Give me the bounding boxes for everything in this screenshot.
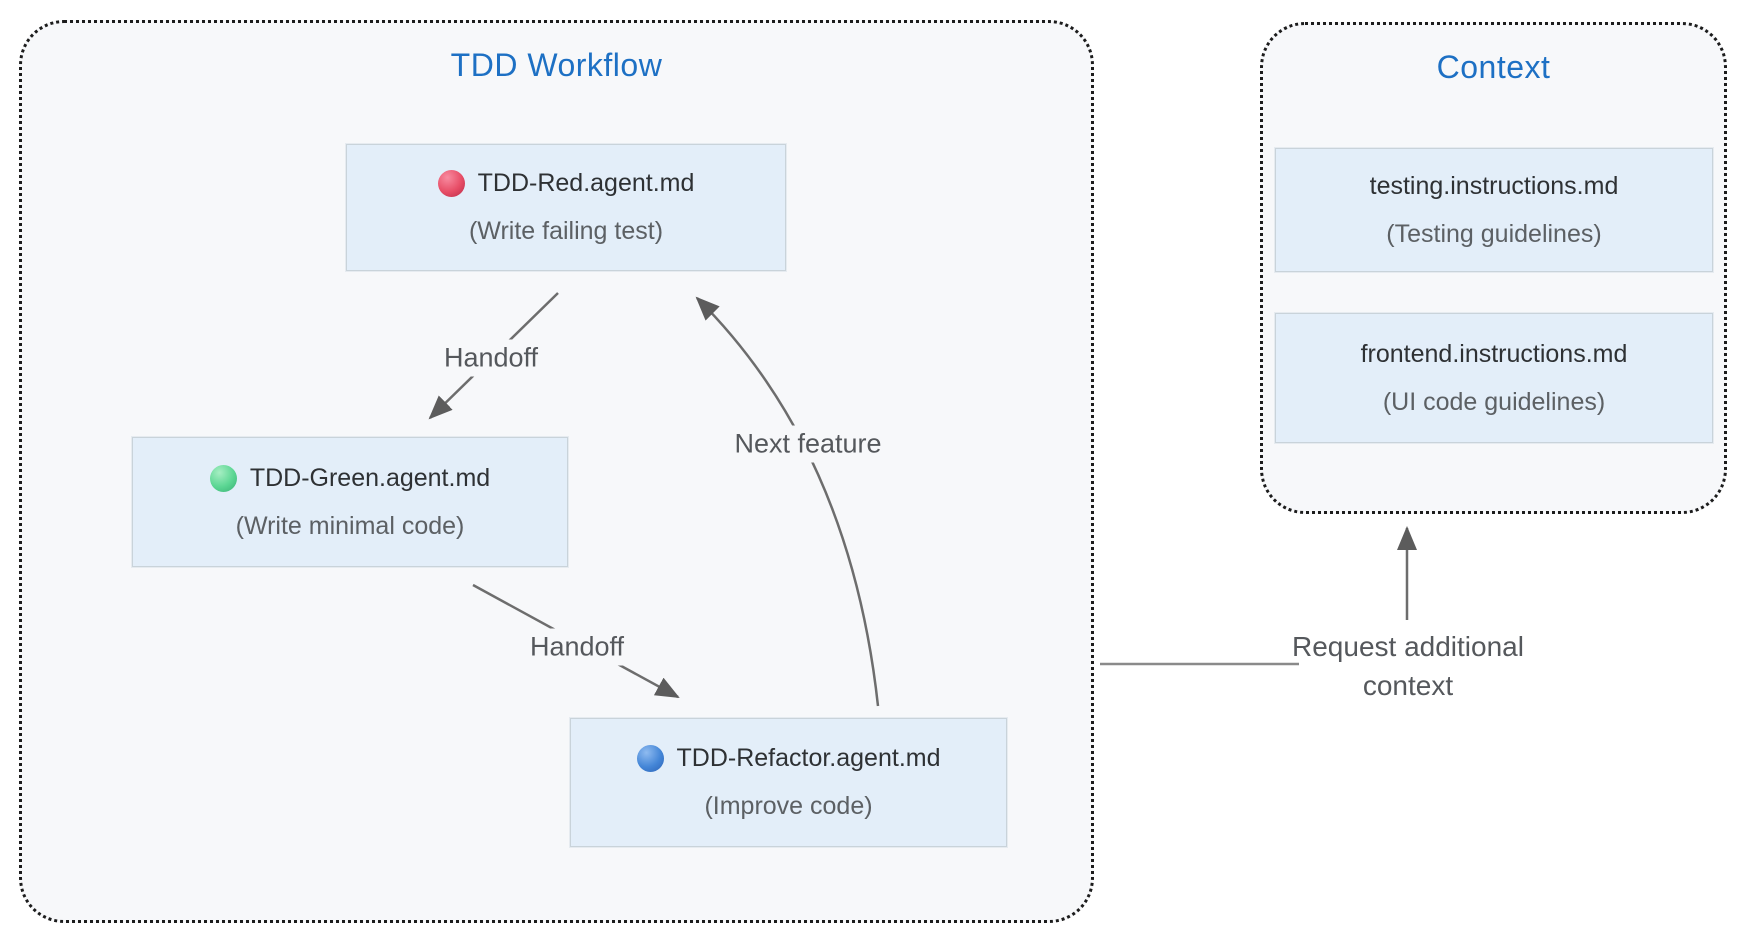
node-tdd-refactor-title-row: TDD-Refactor.agent.md: [636, 744, 941, 773]
edge-label-handoff-2: Handoff: [520, 628, 634, 666]
workflow-group-title: TDD Workflow: [450, 47, 663, 83]
node-tdd-refactor-subtitle: (Improve code): [704, 792, 873, 820]
node-frontend-instructions: frontend.instructions.md (UI code guidel…: [1275, 313, 1713, 443]
context-group-title: Context: [1436, 49, 1551, 85]
node-testing-instructions-subtitle: (Testing guidelines): [1386, 219, 1602, 248]
edge-label-next-feature: Next feature: [725, 425, 891, 463]
node-tdd-green-title-row: TDD-Green.agent.md: [209, 463, 491, 493]
edge-label-handoff-1: Handoff: [434, 339, 548, 377]
node-tdd-refactor: TDD-Refactor.agent.md (Improve code): [570, 718, 1007, 847]
connector-label-request-context: Request additional context: [1292, 630, 1524, 701]
node-tdd-red-title-row: TDD-Red.agent.md: [437, 169, 695, 198]
node-tdd-green: TDD-Green.agent.md (Write minimal code): [132, 437, 568, 567]
node-frontend-instructions-subtitle: (UI code guidelines): [1382, 387, 1606, 416]
node-tdd-red-subtitle: (Write failing test): [468, 217, 664, 245]
node-tdd-red-title: TDD-Red.agent.md: [477, 169, 695, 197]
node-testing-instructions-title: testing.instructions.md: [1369, 171, 1619, 200]
node-tdd-green-title: TDD-Green.agent.md: [249, 463, 491, 492]
blue-circle-icon: [636, 745, 664, 772]
node-tdd-green-subtitle: (Write minimal code): [235, 511, 465, 540]
node-testing-instructions: testing.instructions.md (Testing guideli…: [1275, 148, 1713, 272]
node-frontend-instructions-title: frontend.instructions.md: [1360, 339, 1628, 368]
node-tdd-refactor-title: TDD-Refactor.agent.md: [676, 744, 941, 772]
node-tdd-red: TDD-Red.agent.md (Write failing test): [346, 144, 786, 271]
red-circle-icon: [437, 170, 465, 197]
green-circle-icon: [209, 464, 237, 492]
